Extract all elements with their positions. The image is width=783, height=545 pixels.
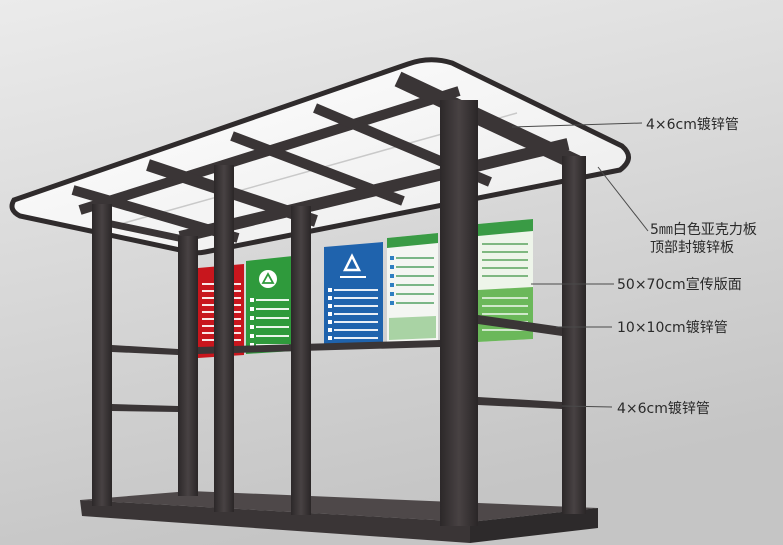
blue-panel-bullet-icon: [328, 288, 332, 292]
white-panel-bullet-icon: [390, 301, 394, 305]
green-panel-bullet-icon: [250, 334, 254, 338]
white-panel-bullet-icon: [390, 274, 394, 278]
callout-line-roof: [597, 166, 649, 232]
callout-line-top-beam: [511, 122, 643, 128]
blue-panel-bullet-icon: [328, 296, 332, 300]
label-rail-size: 4×6cm镀锌管: [617, 400, 710, 417]
post-right-end: [562, 156, 586, 514]
white-info-panel-box: [389, 316, 436, 340]
green-panel-recycle-icon-mark: [261, 272, 275, 284]
blue-panel-bullet-icon: [328, 304, 332, 308]
panel-bottom-rail: [198, 340, 440, 354]
left-rail-upper: [112, 345, 178, 355]
white-info-panel-header: [387, 233, 438, 248]
white-panel-bullet-icon: [390, 292, 394, 296]
roof-rafter-5: [394, 71, 581, 171]
left-end-top-beam: [101, 218, 189, 244]
label-top-beam: 4×6cm镀锌管: [646, 116, 739, 133]
right-info-panel-header: [478, 219, 533, 236]
post-middle-2: [291, 206, 311, 515]
blue-panel-bullet-icon: [328, 320, 332, 324]
promo-panels: [198, 219, 533, 358]
label-roof-cover: 顶部封镀锌板: [650, 239, 734, 256]
label-roof-material: 5㎜白色亚克力板: [650, 221, 757, 238]
label-panel-size: 50×70cm宣传版面: [617, 277, 742, 293]
blue-panel-bullet-icon: [328, 312, 332, 316]
blue-panel-bullet-icon: [328, 328, 332, 332]
post-left-front: [92, 204, 112, 506]
left-rail-lower: [112, 404, 178, 412]
green-panel-bullet-icon: [250, 343, 254, 347]
white-panel-bullet-icon: [390, 283, 394, 287]
green-panel-bullet-icon: [250, 307, 254, 311]
right-rail-lower: [478, 397, 562, 409]
base-front-face: [80, 500, 470, 543]
post-left-back: [178, 236, 198, 496]
base-side-face: [470, 508, 598, 543]
post-middle-1: [214, 165, 234, 512]
green-panel-bullet-icon: [250, 325, 254, 329]
label-post-size: 10×10cm镀锌管: [617, 319, 728, 336]
green-panel: [246, 256, 293, 354]
blue-panel-recycle-icon: [342, 253, 362, 272]
post-right-main: [440, 100, 478, 526]
green-panel-bullet-icon: [250, 298, 254, 302]
blue-panel-bullet-icon: [328, 336, 332, 340]
white-panel-bullet-icon: [390, 256, 394, 260]
roof-rafter-3: [230, 131, 405, 206]
callout-line-rail: [561, 405, 613, 408]
roof-rafter-1: [71, 185, 240, 243]
green-panel-bullet-icon: [250, 316, 254, 320]
right-rail-upper: [478, 315, 562, 336]
white-panel-bullet-icon: [390, 265, 394, 269]
